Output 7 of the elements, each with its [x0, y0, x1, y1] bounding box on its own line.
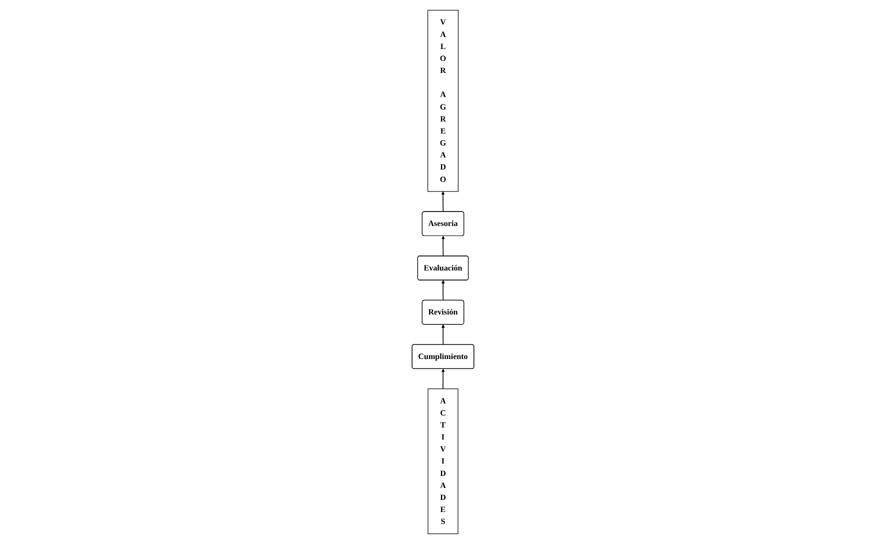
node-box: VALOR AGREGADO: [427, 9, 459, 192]
arrow: [441, 324, 445, 345]
arrow: [441, 190, 445, 212]
arrow: [441, 235, 445, 256]
arrow: [441, 280, 445, 300]
node-box: ACTIVIDADES: [428, 388, 458, 534]
arrow: [441, 368, 445, 389]
